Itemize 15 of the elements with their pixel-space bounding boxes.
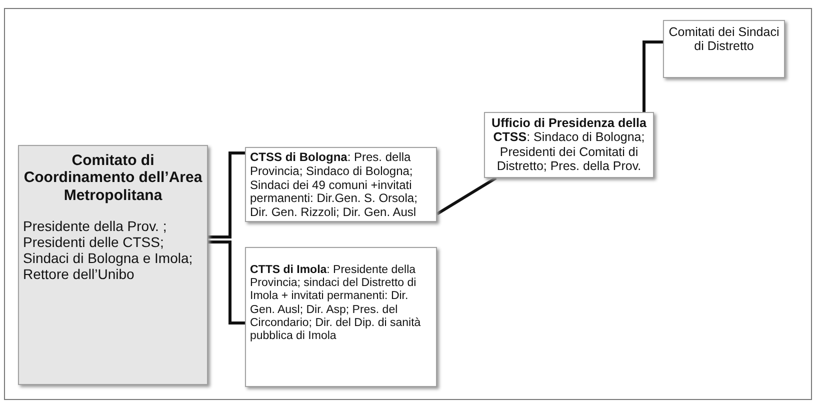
committee-box <box>663 20 785 78</box>
member-list-text: Ufficio di Presidenza della CTSS: Sindaco di Bologna; Presidenti dei Comitati di Distretto; Pres. della Prov. <box>490 116 648 174</box>
member-list-text: Presidente della Prov. ; Presidenti delle CTSS; Sindaci di Bologna e Imola; Rettore dell’Unibo <box>23 218 194 282</box>
heading-text: Comitato di Coordinamento dell’Area Metropolitana <box>23 152 203 204</box>
member-list-text: CTSS di Bologna: Pres. della Provincia; Sindaco di Bologna; Sindaci dei 49 comuni +invitati permanenti: Dir.Gen. S. Orsola; Dir. Gen. Rizzoli; Dir. Gen. Ausl <box>250 151 418 220</box>
committee-box <box>245 147 437 222</box>
committee-box <box>245 247 437 387</box>
committee-box <box>18 145 208 385</box>
member-list-text: Comitati dei Sindaci di Distretto <box>668 25 780 54</box>
connector-line <box>642 40 663 112</box>
connector-line <box>436 176 497 216</box>
member-list-text: CTTS di Imola: Presidente della Provincia; sindaci del Distretto di Imola + invitati permanenti: Dir. Gen. Ausl; Dir. Asp; Pres. del Circondario; Dir. del Dip. di sanità pubblica di Imola <box>250 264 422 344</box>
connector-line <box>208 152 245 238</box>
office-box <box>484 112 654 178</box>
connector-line <box>208 240 245 324</box>
